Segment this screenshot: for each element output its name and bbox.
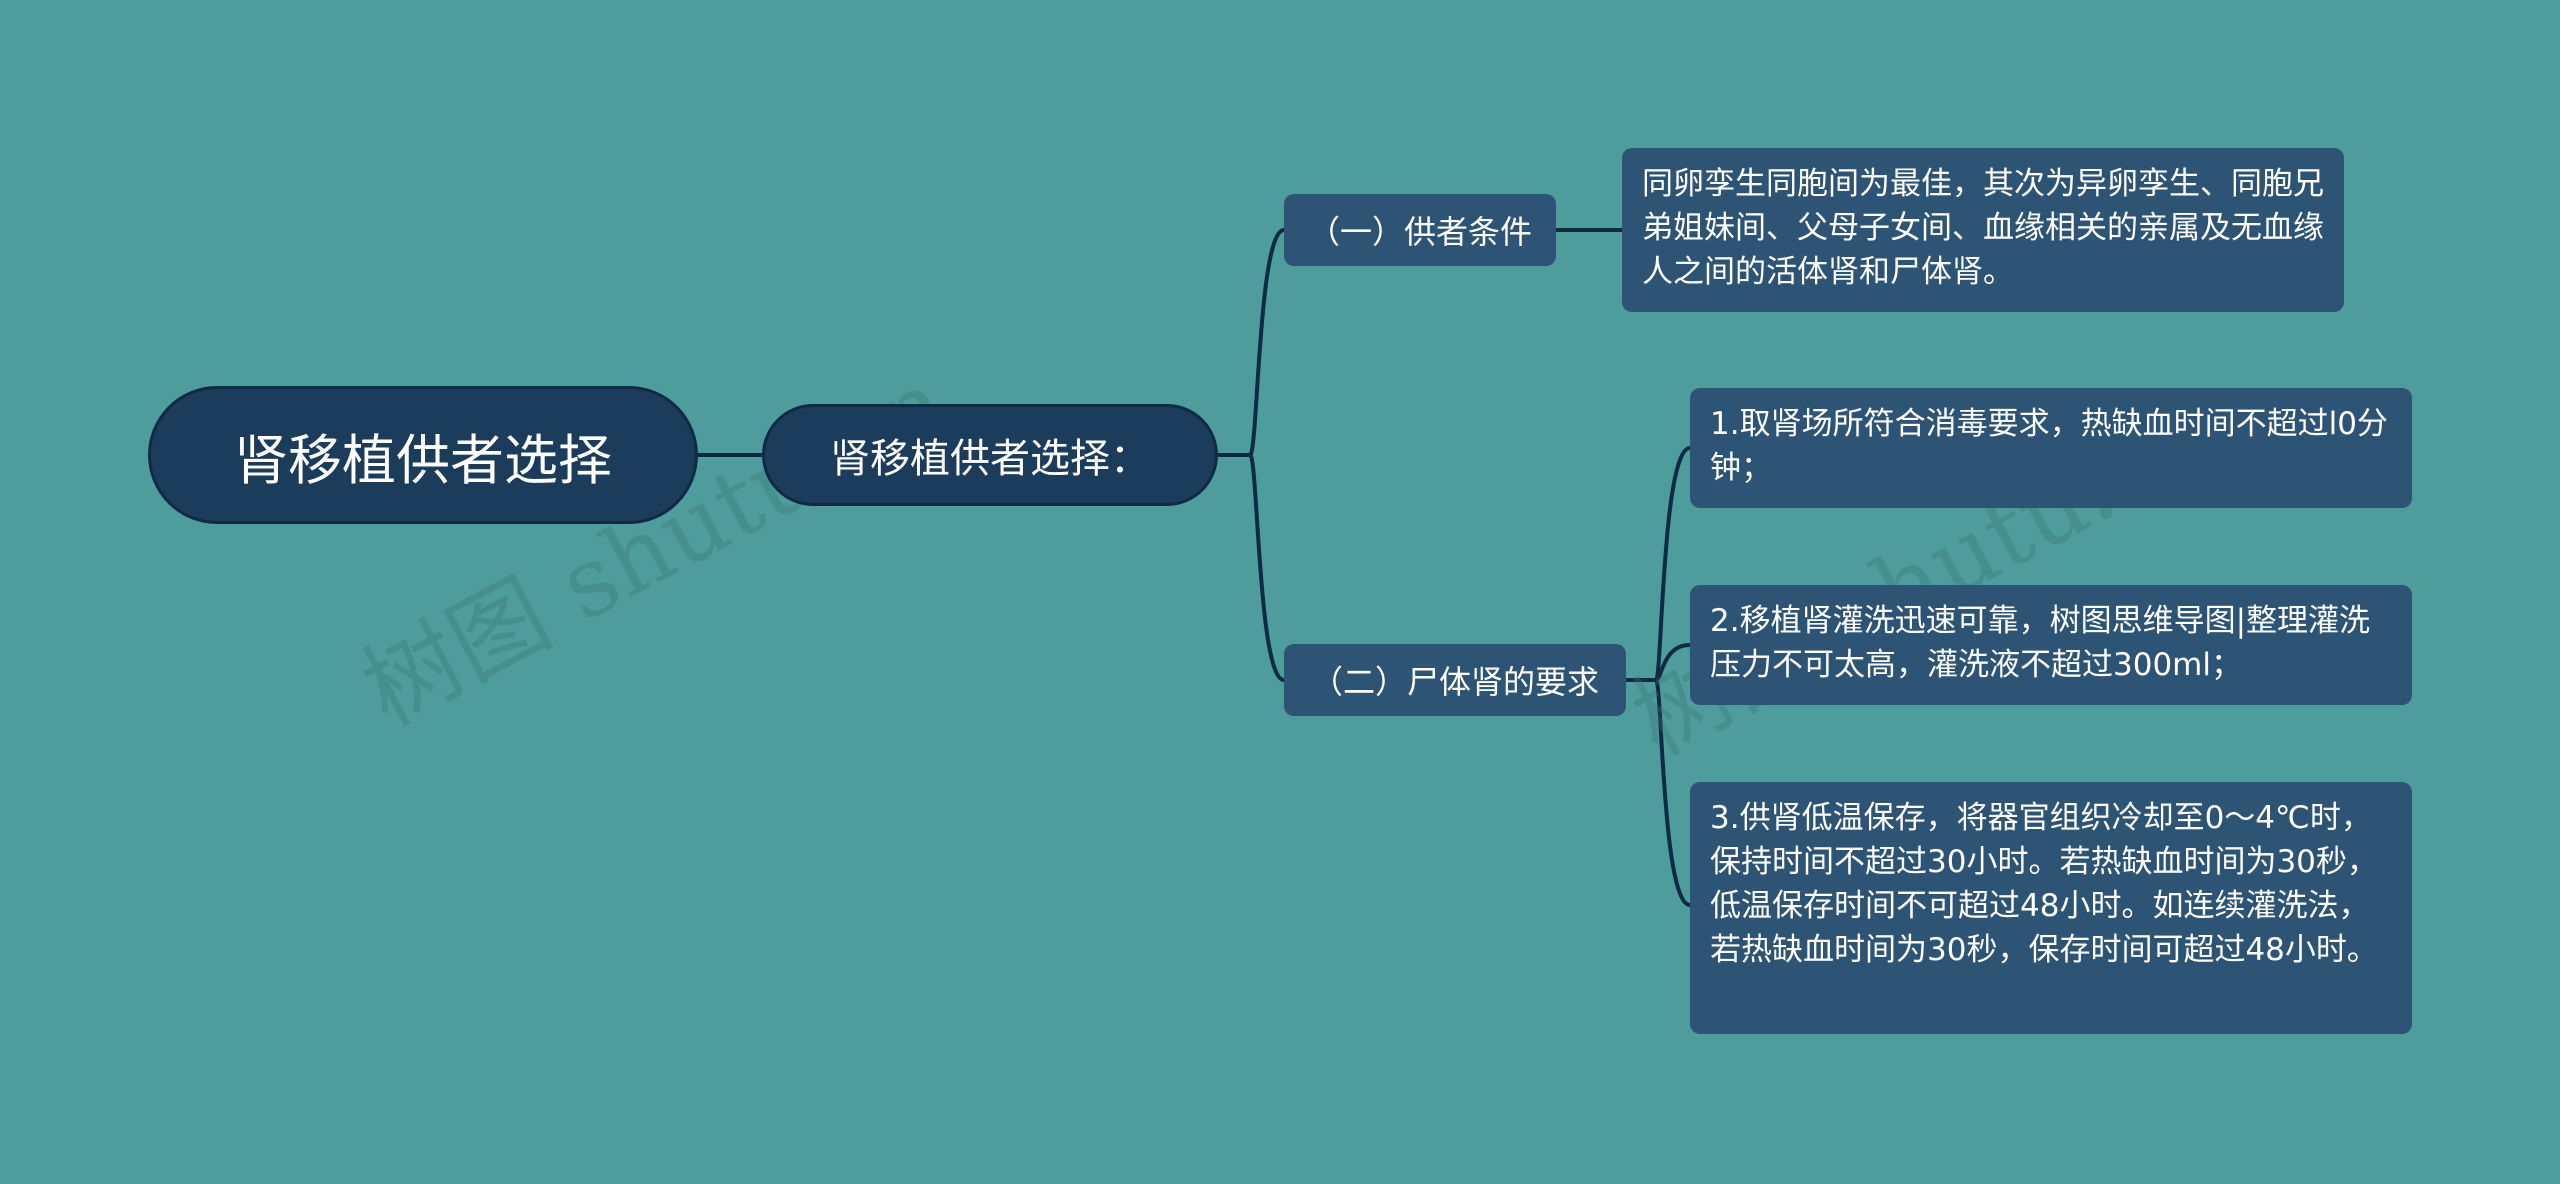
leaf-text: 同卵孪生同胞间为最佳，其次为异卵孪生、同胞兄弟姐妹间、父母子女间、血缘相关的亲属… [1642,166,2324,290]
leaf-text: 1.取肾场所符合消毒要求，热缺血时间不超过l0分钟； [1710,406,2388,486]
link-sub-branch-2 [1218,453,1285,682]
leaf-requirement-1[interactable]: 1.取肾场所符合消毒要求，热缺血时间不超过l0分钟； [1690,388,2412,508]
link-sub-branch-1 [1218,228,1285,457]
link-branch2-leaf1 [1626,446,1691,682]
branch-donor-conditions[interactable]: （一）供者条件 [1284,194,1556,266]
leaf-text: 2.移植肾灌洗迅速可靠，树图思维导图|整理灌洗压力不可太高，灌洗液不超过300m… [1710,603,2371,683]
sub-topic-label: 肾移植供者选择： [830,436,1150,482]
branch-label: （一）供者条件 [1307,213,1532,251]
root-label: 肾移植供者选择 [234,428,612,492]
leaf-text: 3.供肾低温保存，将器官组织冷却至0～4℃时，保持时间不超过30小时。若热缺血时… [1710,800,2378,968]
branch-cadaver-kidney-requirements[interactable]: （二）尸体肾的要求 [1284,644,1626,716]
link-branch2-leaf3 [1626,678,1691,907]
branch-label: （二）尸体肾的要求 [1310,663,1599,701]
leaf-requirement-3[interactable]: 3.供肾低温保存，将器官组织冷却至0～4℃时，保持时间不超过30小时。若热缺血时… [1690,782,2412,1034]
leaf-donor-conditions-detail[interactable]: 同卵孪生同胞间为最佳，其次为异卵孪生、同胞兄弟姐妹间、父母子女间、血缘相关的亲属… [1622,148,2344,312]
root-node[interactable]: 肾移植供者选择 [148,386,698,524]
sub-topic-node[interactable]: 肾移植供者选择： [762,404,1218,506]
leaf-requirement-2[interactable]: 2.移植肾灌洗迅速可靠，树图思维导图|整理灌洗压力不可太高，灌洗液不超过300m… [1690,585,2412,705]
